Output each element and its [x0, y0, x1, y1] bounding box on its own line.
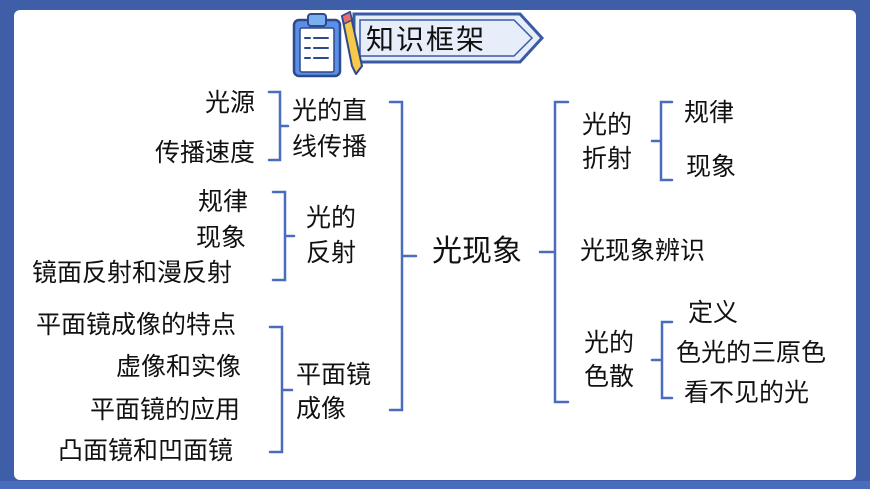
item-speed: 传播速度 — [154, 138, 255, 167]
label-reflection-line1: 光的 — [306, 203, 357, 232]
label-mirror-line1: 平面镜 — [296, 360, 372, 389]
label-reflection-line2: 反射 — [306, 238, 357, 267]
bracket-dispersion — [650, 320, 674, 400]
slide-frame — [14, 10, 856, 480]
label-refraction-line1: 光的 — [582, 110, 633, 139]
item-refraction-law: 规律 — [684, 98, 735, 127]
label-dispersion-line2: 色散 — [584, 362, 635, 391]
page-title: 知识框架 — [366, 23, 487, 56]
item-convex-concave: 凸面镜和凹面镜 — [58, 436, 234, 465]
bracket-refraction — [650, 100, 674, 182]
item-virtual-real: 虚像和实像 — [116, 352, 242, 381]
label-mirror-line2: 成像 — [296, 394, 347, 423]
label-propagation-line1: 光的直 — [292, 96, 368, 125]
label-propagation-line2: 线传播 — [292, 132, 368, 161]
label-identify: 光现象辨识 — [580, 236, 706, 265]
bottom-bar — [0, 481, 870, 489]
bracket-mirror — [268, 325, 294, 454]
item-reflection-phenomena: 现象 — [196, 223, 247, 252]
item-definition: 定义 — [688, 298, 739, 327]
item-reflection-law: 规律 — [198, 187, 249, 216]
center-topic: 光现象 — [432, 234, 522, 269]
bracket-left-main — [388, 100, 418, 412]
item-mirror-uses: 平面镜的应用 — [90, 395, 241, 424]
label-dispersion-line1: 光的 — [584, 328, 635, 357]
clipboard-icon — [292, 10, 363, 78]
bracket-right-main — [538, 100, 570, 404]
item-primary-colors: 色光的三原色 — [676, 338, 827, 367]
item-light-source: 光源 — [204, 88, 255, 117]
bracket-propagation — [267, 90, 290, 162]
item-specular-diffuse: 镜面反射和漫反射 — [32, 258, 233, 287]
item-invisible-light: 看不见的光 — [684, 378, 810, 407]
item-mirror-features: 平面镜成像的特点 — [36, 310, 237, 339]
label-refraction-line2: 折射 — [582, 144, 633, 173]
item-refraction-phenomena: 现象 — [686, 152, 737, 181]
bracket-reflection — [271, 190, 296, 282]
